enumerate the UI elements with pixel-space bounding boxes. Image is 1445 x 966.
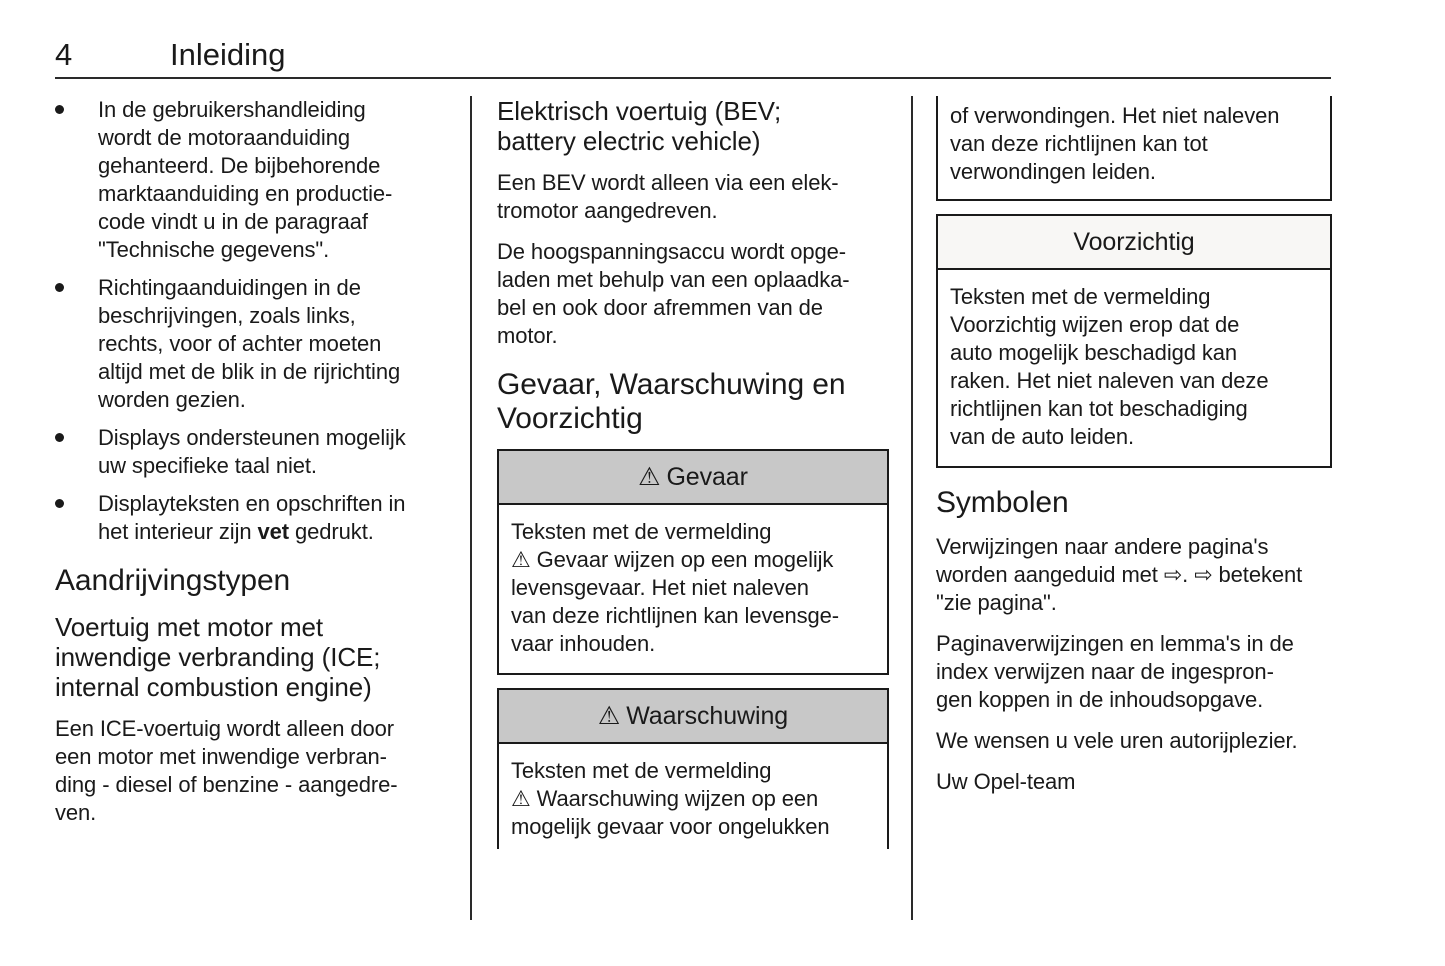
caution-box-title: Voorzichtig [1073, 228, 1195, 256]
bullet-icon [55, 96, 98, 264]
danger-box-title: Gevaar [666, 463, 748, 491]
danger-box-header: ⚠Gevaar [499, 451, 887, 505]
danger-box-body: Teksten met de vermelding ⚠ Gevaar wijze… [511, 519, 840, 656]
page-number: 4 [55, 37, 73, 72]
warning-box-continuation: of verwondingen. Het niet naleven van de… [936, 96, 1332, 201]
paragraph-ice: Een ICE-voertuig wordt alleen door een m… [55, 716, 398, 825]
list-item: Displays ondersteunen mogelijk uw specif… [55, 424, 457, 480]
section-heading-gevaar-waarschuwing: Gevaar, Waarschuwing en Voorzichtig [497, 368, 846, 435]
page-title: Inleiding [170, 37, 286, 72]
list-item-text: Displayteksten en opschriften in het int… [98, 490, 457, 546]
column-separator-2 [911, 96, 913, 920]
list-item-text: Displays ondersteunen mogelijk uw specif… [98, 425, 406, 478]
bullet-icon [55, 424, 98, 480]
column-2: Elektrisch voertuig (BEV; battery electr… [497, 96, 889, 849]
bold-word: vet [257, 519, 290, 544]
section-heading-aandrijvingstypen: Aandrijvingstypen [55, 564, 291, 597]
bullet-icon [55, 274, 98, 414]
paragraph-bev-2: De hoogspanningsaccu wordt opge- laden m… [497, 239, 850, 348]
list-item-text-pre: Displayteksten en opschriften in het int… [98, 491, 406, 544]
list-item-text-post: gedrukt. [289, 519, 374, 544]
paragraph-symbolen-1: Verwijzingen naar andere pagina's worden… [936, 534, 1303, 615]
warning-box-body: Teksten met de vermelding ⚠ Waarschuwing… [511, 758, 830, 839]
warning-box-title: Waarschuwing [626, 702, 789, 730]
subheading-ice: Voertuig met motor met inwendige verbran… [55, 612, 381, 702]
warning-triangle-icon: ⚠ [638, 463, 661, 491]
danger-box: ⚠Gevaar Teksten met de vermelding ⚠ Geva… [497, 449, 889, 675]
list-item-text: In de gebruikershandleiding wordt de mot… [98, 97, 393, 262]
list-item: In de gebruikershandleiding wordt de mot… [55, 96, 457, 264]
warning-box-header: ⚠Waarschuwing [499, 690, 887, 744]
column-3: of verwondingen. Het niet naleven van de… [936, 96, 1332, 796]
paragraph-wish: We wensen u vele uren autorijplezier. [936, 728, 1298, 753]
bullet-icon [55, 490, 98, 546]
list-item-text: Richtingaanduidingen in de beschrijvinge… [98, 275, 401, 412]
list-item: Displayteksten en opschriften in het int… [55, 490, 457, 546]
paragraph-signature: Uw Opel-team [936, 769, 1076, 794]
caution-box-header: Voorzichtig [938, 216, 1330, 270]
section-heading-symbolen: Symbolen [936, 486, 1069, 519]
caution-box: Voorzichtig Teksten met de vermelding Vo… [936, 214, 1332, 468]
subheading-bev: Elektrisch voertuig (BEV; battery electr… [497, 96, 782, 156]
warning-box: ⚠Waarschuwing Teksten met de vermelding … [497, 688, 889, 849]
paragraph-symbolen-2: Paginaverwijzingen en lemma's in de inde… [936, 631, 1294, 712]
warning-triangle-icon: ⚠ [597, 702, 621, 730]
column-separator-1 [470, 96, 472, 920]
header-rule [55, 77, 1331, 79]
column-1: In de gebruikershandleiding wordt de mot… [55, 96, 457, 827]
list-item: Richtingaanduidingen in de beschrijvinge… [55, 274, 457, 414]
caution-box-body: Teksten met de vermelding Voorzichtig wi… [950, 284, 1269, 449]
paragraph-bev-1: Een BEV wordt alleen via een elek- tromo… [497, 170, 839, 223]
